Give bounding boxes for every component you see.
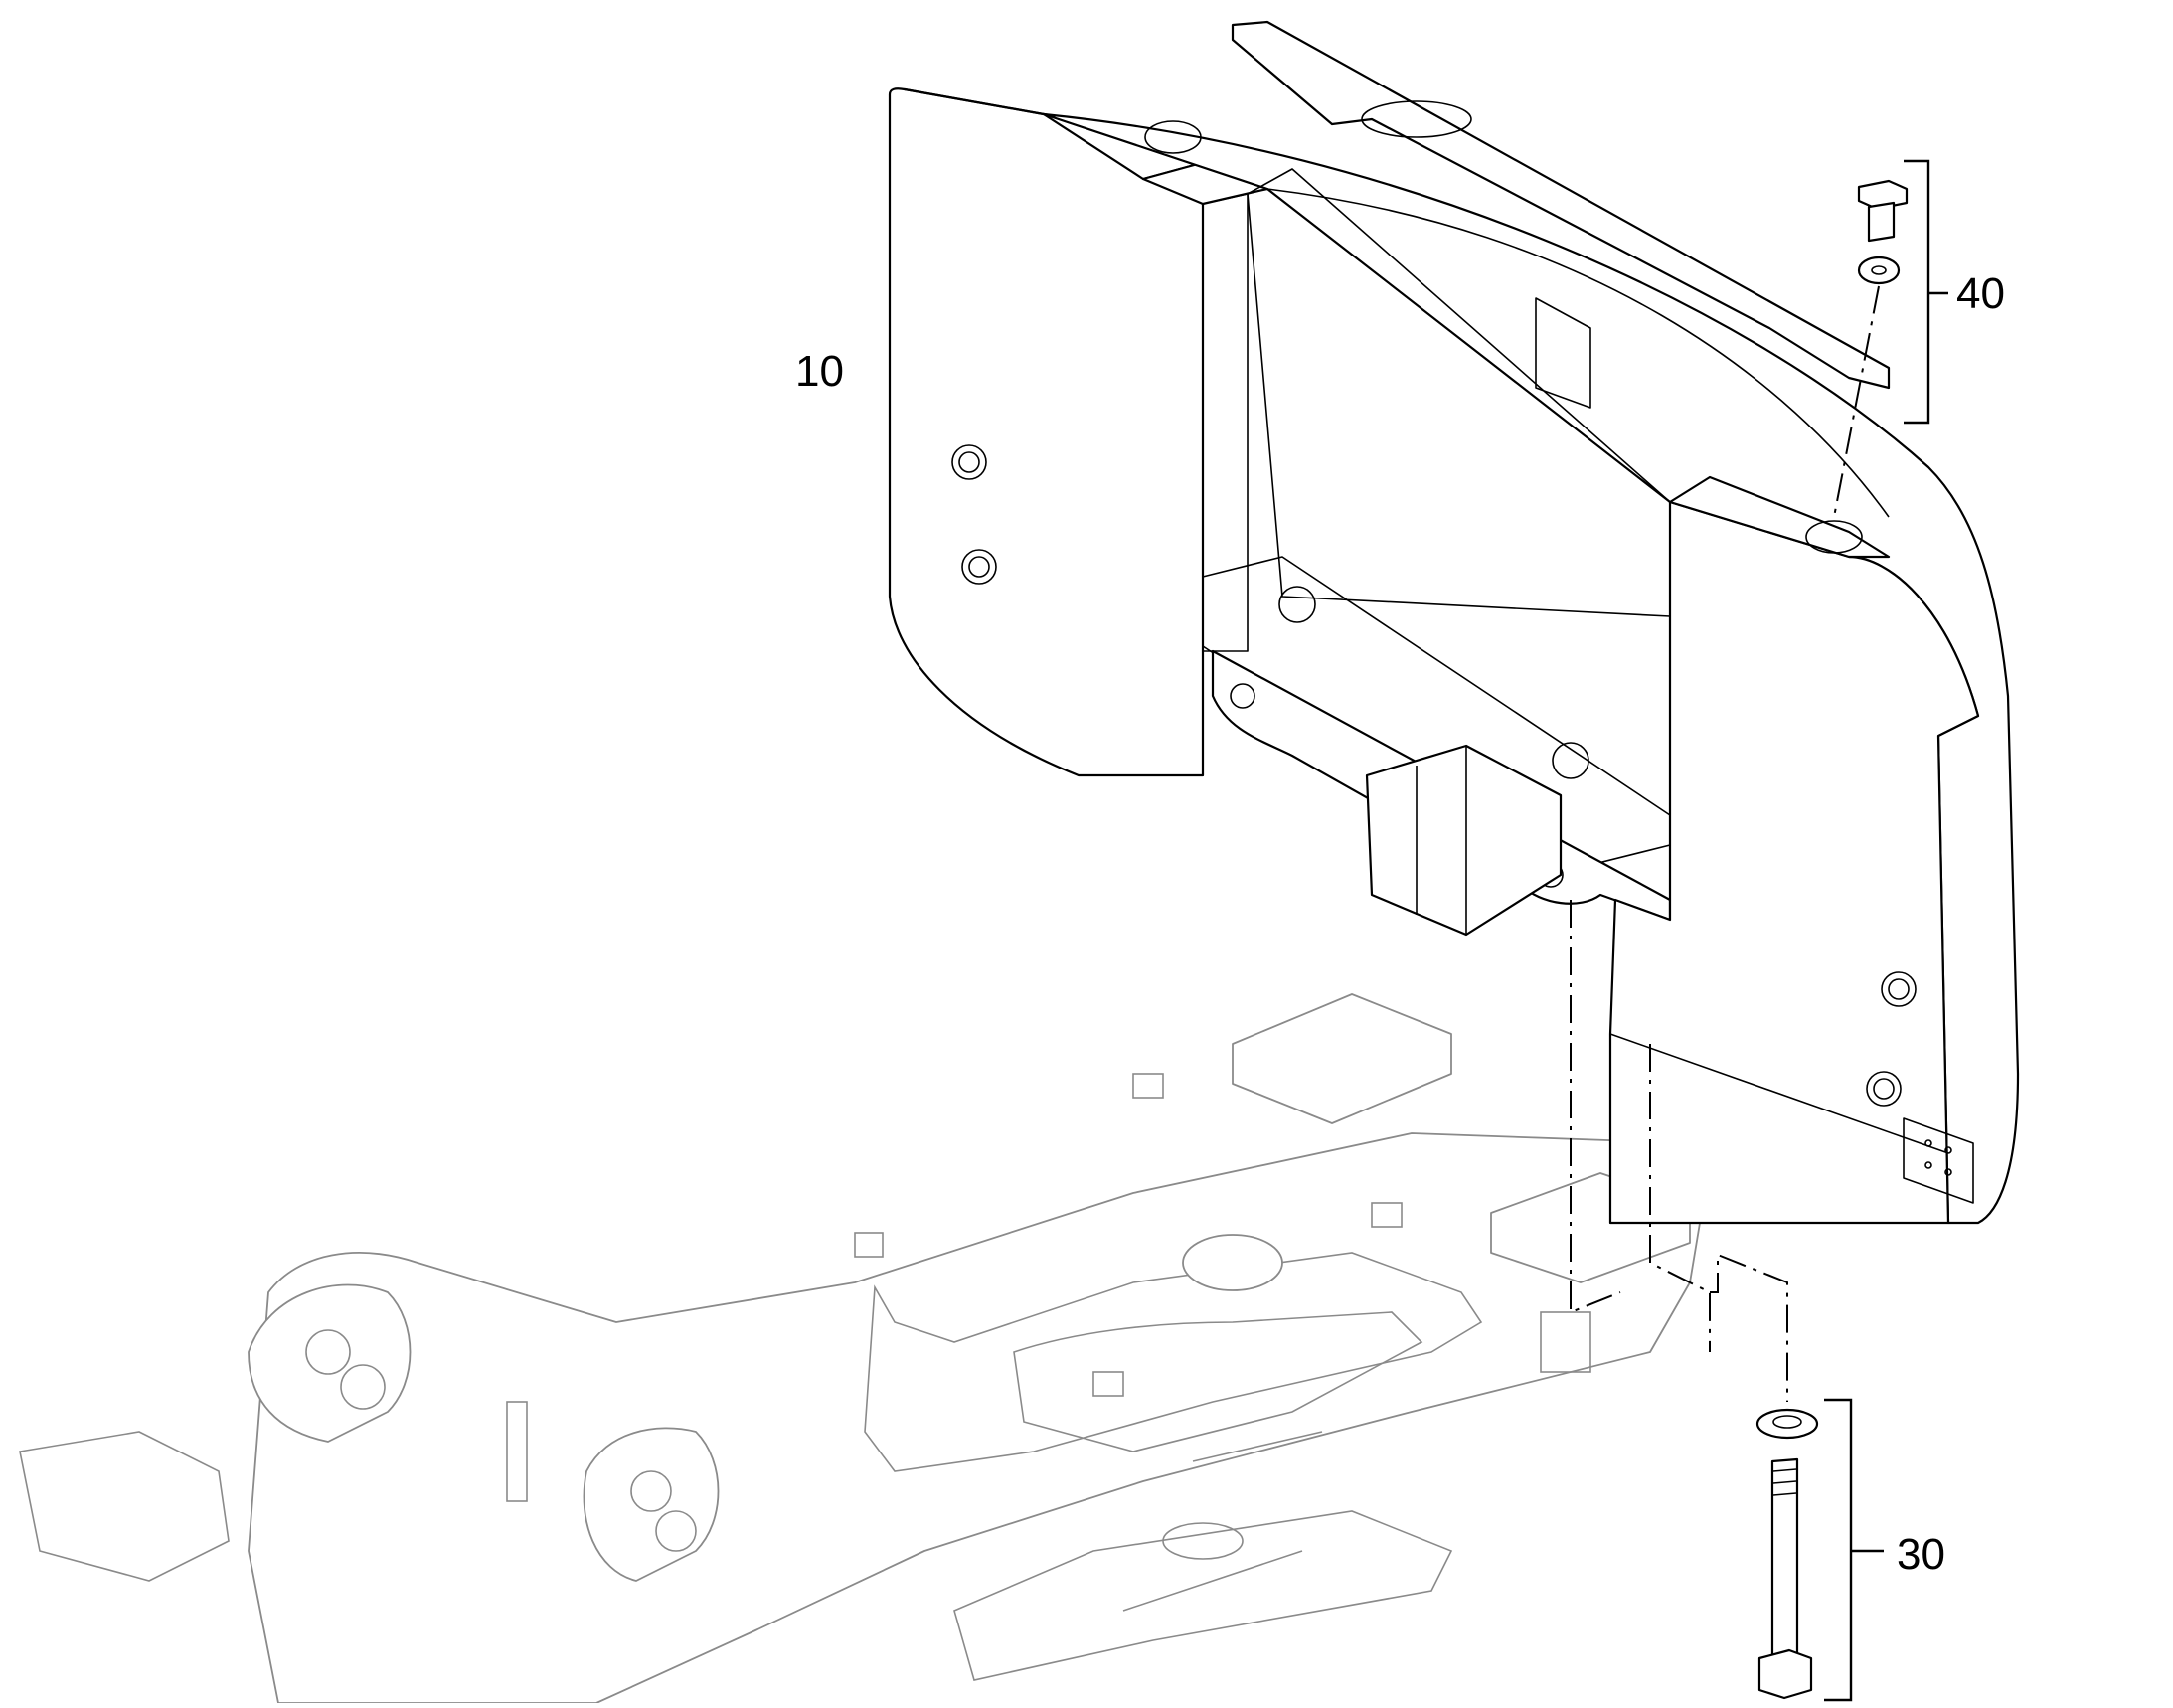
- frame-boom-mount-right: [583, 1427, 720, 1582]
- frame-center-ring: [1182, 1234, 1283, 1291]
- counterweight-right-side: [1608, 500, 1980, 1225]
- counterweight-lower-box: [1365, 744, 1563, 937]
- frame-detail-2: [1371, 1202, 1403, 1228]
- counterweight-right-top: [1668, 475, 1891, 559]
- counterweight-top-cover: [1231, 20, 1891, 390]
- frame-left-arm: [248, 1132, 1706, 1704]
- callout-label-40: 40: [1956, 269, 2005, 318]
- callout-label-30: 30: [1897, 1530, 1945, 1579]
- frame-inner-channel: [864, 1252, 1483, 1472]
- counterweight-corner-dot-4: [1944, 1168, 1952, 1176]
- counterweight-lift-hole-1: [951, 444, 987, 480]
- counterweight-lift-hole-4: [1866, 1071, 1902, 1107]
- frame-detail-7: [1192, 1431, 1323, 1462]
- counterweight-left-side: [888, 87, 1205, 777]
- counterweight-lift-hole-2-inner: [968, 556, 990, 578]
- frame-mount-hole-3: [630, 1470, 672, 1512]
- counterweight-lift-hole-3: [1881, 971, 1917, 1007]
- frame-detail-3: [1092, 1371, 1124, 1397]
- frame-mount-hole-1: [305, 1329, 351, 1375]
- large-washer-hole: [1772, 1415, 1802, 1429]
- counterweight-corner-dot-2: [1944, 1146, 1952, 1154]
- frame-top-pad-1: [1232, 993, 1452, 1124]
- counterweight-floor-hole-2: [1552, 742, 1589, 779]
- bolt-washer-kit-40: [1833, 159, 1948, 518]
- counterweight-rear-curve: [1266, 188, 1890, 518]
- large-washer: [1755, 1408, 1819, 1440]
- upper-frame: [19, 993, 1706, 1704]
- counterweight-lower-box-divider: [1416, 746, 1467, 935]
- counterweight-cavity-notch: [1535, 297, 1591, 409]
- counterweight-right-inner-edge: [1609, 1033, 1949, 1154]
- counterweight-lift-hole-4-inner: [1873, 1078, 1895, 1100]
- small-washer-hole: [1871, 265, 1887, 275]
- assembly-centerlines: [1570, 900, 1788, 1402]
- long-bolt-shank: [1770, 1457, 1799, 1659]
- bracket-40: [1904, 159, 1948, 425]
- centerline-right-mount: [1649, 1044, 1711, 1352]
- counterweight-lift-hole-1-inner: [958, 451, 980, 473]
- counterweight-top-hole: [1805, 520, 1863, 554]
- long-bolt-thread-lines: [1772, 1468, 1797, 1496]
- frame-detail-1: [1132, 1073, 1164, 1099]
- frame-detail-6: [1540, 1311, 1591, 1373]
- long-bolt-head: [1757, 1648, 1813, 1700]
- small-washer: [1857, 256, 1901, 285]
- counterweight-floor-hole-1: [1278, 586, 1316, 623]
- counterweight-bottom-tab-hole-1: [1230, 683, 1255, 709]
- frame-mount-hole-2: [340, 1364, 386, 1410]
- callout-label-10: 10: [795, 347, 844, 396]
- counterweight-lift-hole-2: [961, 549, 997, 585]
- frame-detail-4: [854, 1232, 884, 1258]
- counterweight-cover-slot: [1361, 100, 1472, 138]
- counterweight-part: [888, 20, 2020, 1225]
- frame-front-beam: [19, 1431, 230, 1582]
- frame-boom-mount-left: [248, 1283, 412, 1443]
- frame-lower-beam: [953, 1510, 1453, 1681]
- frame-detail-5: [506, 1401, 528, 1502]
- counterweight-corner-dot-3: [1924, 1161, 1932, 1169]
- frame-slot: [1162, 1522, 1244, 1560]
- centerline-long-bolt: [1710, 1253, 1788, 1402]
- counterweight-corner-dot-1: [1924, 1139, 1932, 1147]
- bolt-40-centerline: [1833, 285, 1880, 518]
- centerline-left-mount: [1570, 900, 1621, 1314]
- frame-mount-hole-4: [655, 1510, 697, 1552]
- counterweight-corner-plate: [1903, 1117, 1974, 1204]
- frame-sub-member: [1013, 1311, 1423, 1452]
- small-bolt-shank: [1867, 201, 1896, 243]
- counterweight-top-hole-left: [1144, 120, 1202, 154]
- frame-detail-8: [1122, 1550, 1303, 1612]
- counterweight-lift-hole-3-inner: [1888, 978, 1910, 1000]
- small-bolt-head: [1857, 179, 1909, 211]
- counterweight-left-inner-edge: [1202, 193, 1249, 652]
- long-bolt-kit-30: [1755, 1398, 1884, 1702]
- bracket-30: [1824, 1398, 1884, 1702]
